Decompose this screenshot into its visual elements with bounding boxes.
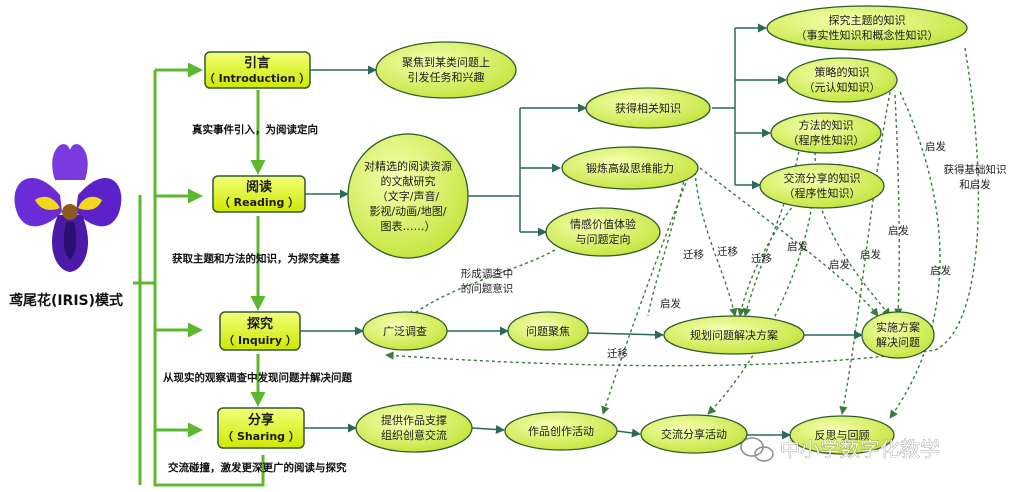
node-label: （程序性知识） <box>788 133 865 147</box>
model-title: 鸢尾花(IRIS)模式 <box>9 292 123 309</box>
stage-title: 分享 <box>248 412 274 428</box>
inspire-label: 启发 <box>925 140 946 153</box>
node-problem-focus[interactable]: 问题聚焦 <box>507 311 589 351</box>
node-label: 聚焦到某类问题上 <box>402 55 490 69</box>
node-label: 交流分享的知识 <box>784 171 861 185</box>
node-higher-thinking[interactable]: 锻炼高级思维能力 <box>561 146 699 190</box>
inspire-label: 启发 <box>860 248 881 261</box>
stage-title: 探究 <box>247 316 273 332</box>
node-label: 解决问题 <box>876 335 920 349</box>
node-label: （事实性知识和概念性知识） <box>796 28 939 42</box>
node-plan[interactable]: 规划问题解决方案 <box>663 315 805 355</box>
inspire-label: 启发 <box>829 258 850 271</box>
node-label: 策略的知识 <box>815 65 870 79</box>
stage-title: 阅读 <box>246 179 272 195</box>
node-label: 探究主题的知识 <box>829 13 906 27</box>
node-intro-focus[interactable]: 聚焦到某类问题上 引发任务和兴趣 <box>375 41 517 99</box>
stage-subtitle: （ Inquiry ） <box>223 334 297 347</box>
node-reading-resources[interactable]: 对精选的阅读资源 的文献研究 （文字/声音/ 影视/动画/地图/ 图表……） <box>347 133 469 259</box>
node-label: 提供作品支撑 <box>381 413 447 427</box>
watermark: 中小学数字化教学 <box>740 437 940 462</box>
inspire-label: 启发 <box>787 240 808 253</box>
stage-introduction[interactable]: 引言 （ Introduction ） <box>204 51 311 89</box>
annotation-form-problem: 形成调查中 <box>461 267 514 280</box>
transition-label: 从现实的观察调查中发现问题并解决问题 <box>163 371 352 384</box>
annotation-form-problem: 的问题意识 <box>461 282 514 295</box>
node-label: 交流分享活动 <box>661 427 727 441</box>
stage-subtitle: （ Sharing ） <box>222 430 300 443</box>
wechat-icon <box>740 437 774 462</box>
node-topic-knowledge[interactable]: 探究主题的知识 （事实性知识和概念性知识） <box>766 5 968 51</box>
stage-sharing[interactable]: 分享 （ Sharing ） <box>217 407 305 449</box>
annotation-basic-knowledge: 和启发 <box>959 178 991 191</box>
stage-inquiry[interactable]: 探究 （ Inquiry ） <box>219 311 301 351</box>
solid-connectors <box>300 23 863 440</box>
node-strategy-knowledge[interactable]: 策略的知识 （元认知知识） <box>786 57 898 103</box>
stage-title: 引言 <box>244 55 270 71</box>
node-label: 问题聚焦 <box>526 325 570 338</box>
stage-reading[interactable]: 阅读 （ Reading ） <box>212 175 306 213</box>
node-creation[interactable]: 作品创作活动 <box>504 411 618 451</box>
node-label: 对精选的阅读资源 <box>364 159 452 173</box>
node-implement[interactable]: 实施方案 解决问题 <box>861 311 935 359</box>
stage-subtitle: （ Reading ） <box>219 196 299 209</box>
node-exchange-activity[interactable]: 交流分享活动 <box>640 414 748 454</box>
transition-label: 获取主题和方法的知识，为探究奠基 <box>172 252 340 265</box>
transition-label: 交流碰撞，激发更深更广的阅读与探究 <box>168 461 347 474</box>
inspire-label: 启发 <box>888 224 909 237</box>
node-label: 方法的知识 <box>799 118 854 132</box>
node-gain-knowledge[interactable]: 获得相关知识 <box>585 87 711 129</box>
stage-subtitle: （ Introduction ） <box>204 72 310 85</box>
node-survey[interactable]: 广泛调查 <box>362 311 448 351</box>
watermark-text: 中小学数字化教学 <box>780 437 940 461</box>
node-method-knowledge[interactable]: 方法的知识 （程序性知识） <box>770 112 882 154</box>
inspire-label: 启发 <box>930 264 951 277</box>
node-label: 影视/动画/地图/ <box>369 204 446 218</box>
node-label: （文字/声音/ <box>377 189 440 203</box>
node-label: 获得相关知识 <box>615 101 681 115</box>
inspire-label: 启发 <box>660 297 681 310</box>
node-label: （元认知知识） <box>804 80 881 94</box>
node-label: 反思与回顾 <box>815 429 870 442</box>
iris-flower-icon <box>14 144 122 272</box>
node-label: 作品创作活动 <box>528 425 594 438</box>
node-label: 实施方案 <box>876 320 920 334</box>
transfer-label: 迁移 <box>683 248 704 261</box>
node-reflection[interactable]: 反思与回顾 <box>789 415 895 455</box>
node-label: 与问题定向 <box>576 232 631 246</box>
node-provide-works[interactable]: 提供作品支撑 组织创意交流 <box>355 403 473 453</box>
transition-label: 真实事件引入，为阅读定向 <box>192 123 318 136</box>
node-label: （程序性知识） <box>784 186 861 200</box>
node-label: 锻炼高级思维能力 <box>586 161 674 175</box>
node-label: 规划问题解决方案 <box>690 328 778 342</box>
dashed-connectors <box>385 47 980 419</box>
annotation-basic-knowledge: 获得基础知识 <box>944 163 1007 176</box>
node-label: 图表……） <box>381 219 436 233</box>
left-bracket <box>133 62 265 487</box>
node-label: 引发任务和兴趣 <box>408 70 485 84</box>
node-label: 广泛调查 <box>383 324 427 338</box>
transfer-label: 迁移 <box>751 252 772 265</box>
node-exchange-knowledge[interactable]: 交流分享的知识 （程序性知识） <box>759 163 885 209</box>
node-label: 情感价值体验 <box>570 217 636 231</box>
transfer-label: 迁移 <box>607 347 628 360</box>
transfer-label: 迁移 <box>717 245 738 258</box>
node-emotion[interactable]: 情感价值体验 与问题定向 <box>545 207 661 257</box>
node-label: 的文献研究 <box>381 174 436 188</box>
node-label: 组织创意交流 <box>381 428 447 442</box>
